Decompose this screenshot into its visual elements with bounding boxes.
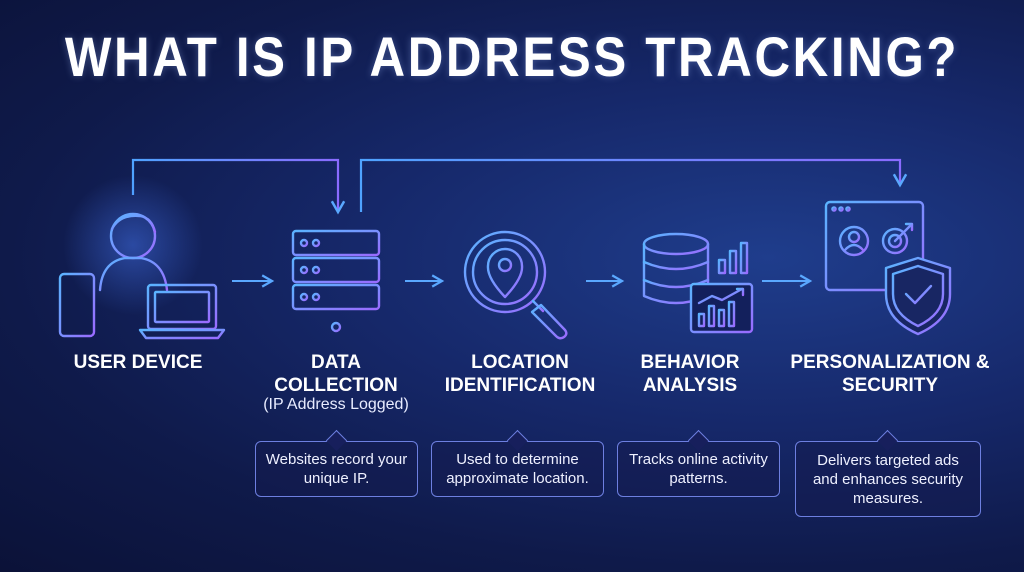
description-text-behavior-analysis: Tracks online activity patterns. (629, 451, 768, 487)
description-box-behavior-analysis: Tracks online activity patterns. (617, 441, 780, 497)
step-label-data-collection: DATA COLLECTION (274, 352, 398, 396)
step-label-user-device: USER DEVICE (73, 352, 203, 373)
description-box-personalization-security: Delivers targeted ads and enhances secur… (795, 441, 981, 517)
connector-data-to-security (359, 158, 908, 212)
database-analytics-icon (642, 232, 754, 334)
description-box-data-collection: Websites record your unique IP. (255, 441, 418, 497)
top-connectors (131, 158, 908, 215)
description-box-location-identification: Used to determine approximate location. (431, 441, 604, 497)
step-label-personalization-security: PERSONALIZATION & SECURITY (790, 352, 990, 396)
step-sublabel-data-collection: (IP Address Logged) (263, 396, 409, 413)
profile-security-icon (824, 200, 952, 336)
description-text-location-identification: Used to determine approximate location. (446, 451, 589, 487)
description-text-data-collection: Websites record your unique IP. (265, 451, 408, 487)
user-device-icon (58, 175, 226, 340)
step-label-behavior-analysis: BEHAVIOR ANALYSIS (640, 352, 740, 396)
step-label-location-identification: LOCATION IDENTIFICATION (444, 352, 596, 396)
page-title: WHAT IS IP ADDRESS TRACKING? (64, 25, 960, 88)
description-text-personalization-security: Delivers targeted ads and enhances secur… (812, 451, 964, 507)
location-search-icon (463, 230, 568, 340)
server-icon (291, 229, 381, 333)
